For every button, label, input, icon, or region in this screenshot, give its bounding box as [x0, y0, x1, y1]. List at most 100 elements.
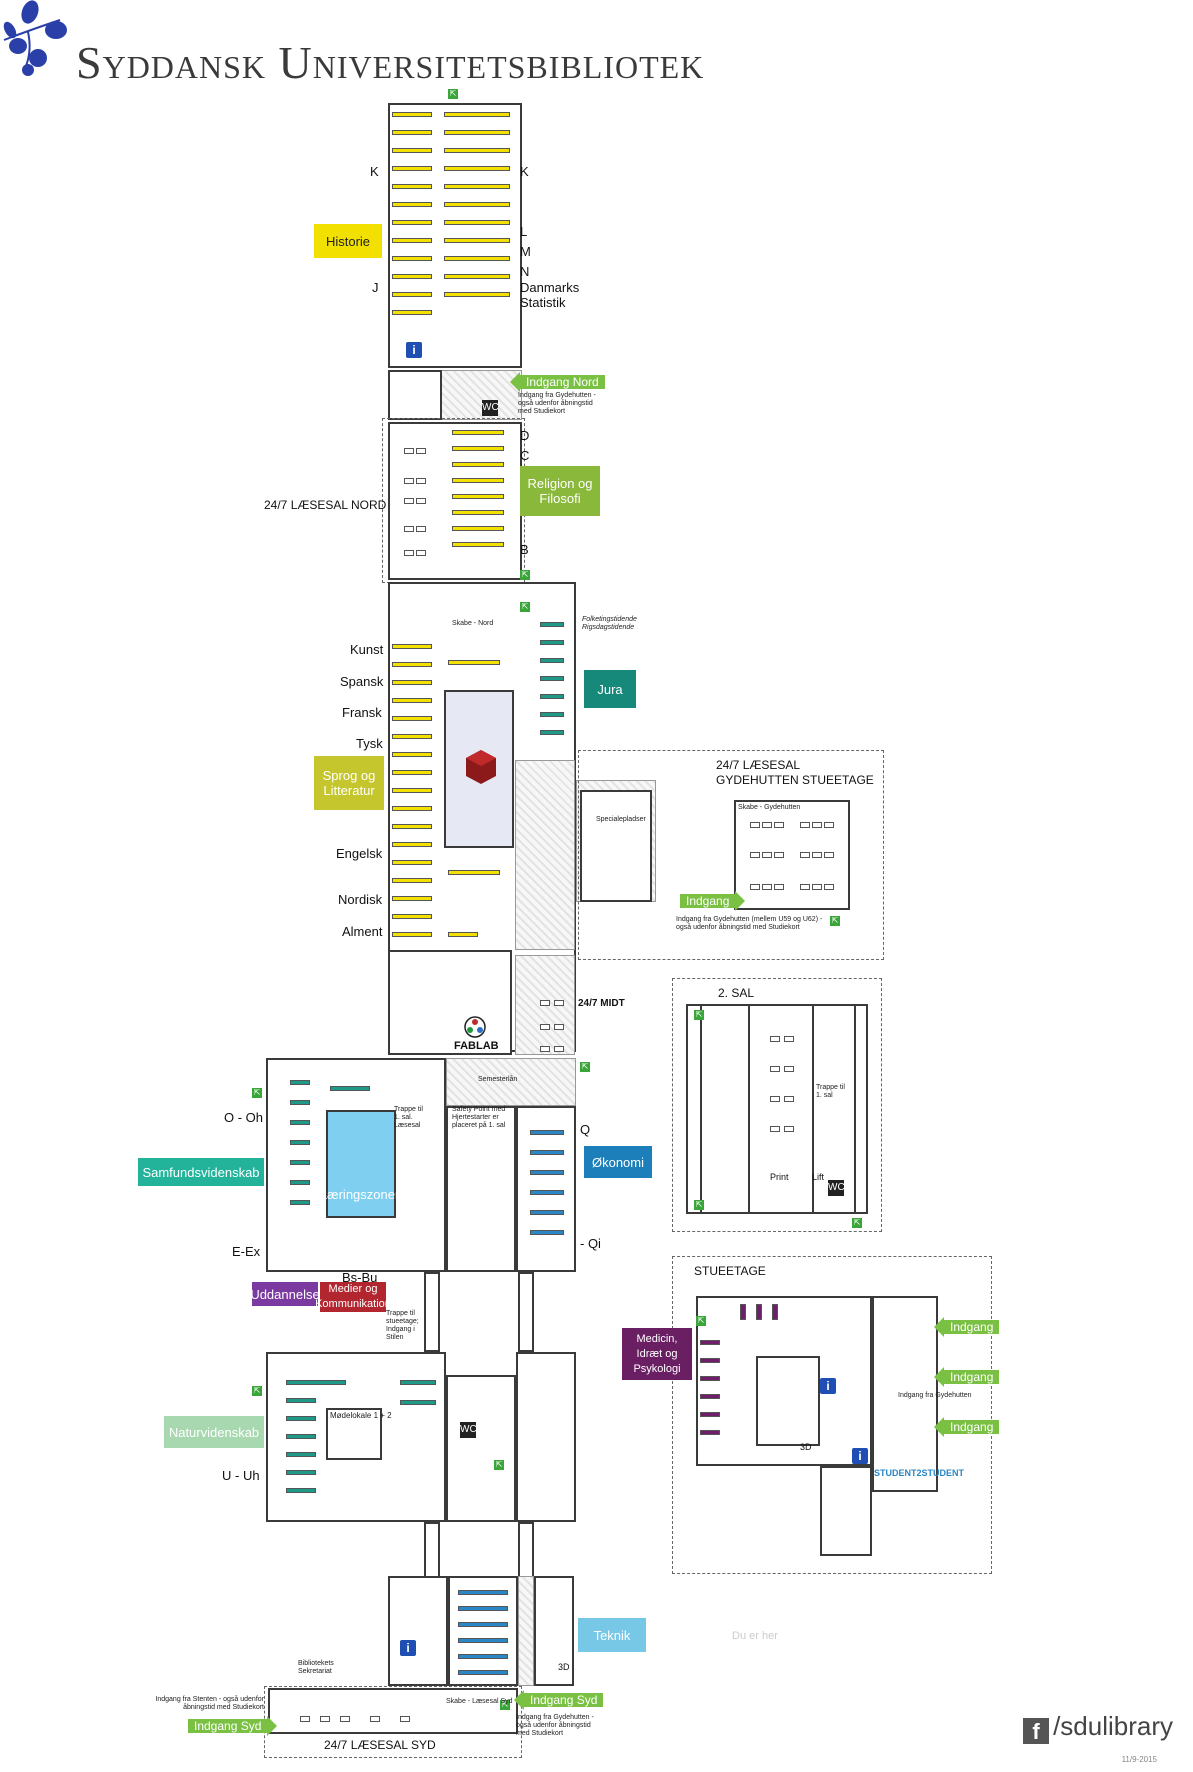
natur-corridor — [446, 1375, 516, 1522]
label-laesesal-nord: 24/7 LÆSESAL NORD — [264, 498, 387, 512]
tag-uddannelse: Uddannelse — [250, 1282, 320, 1306]
exit-icon-6: ⇱ — [252, 1386, 262, 1396]
natur-east — [516, 1352, 576, 1522]
label-o-oh: O - Oh — [224, 1110, 264, 1125]
laesesal-syd-room — [268, 1688, 518, 1734]
label-stueetage: STUEETAGE — [694, 1264, 766, 1278]
teknik-hatch — [518, 1576, 534, 1686]
tag-medier: Medier og Kommunikation — [315, 1282, 391, 1312]
label-alment: Alment — [342, 924, 383, 939]
label-trappe-stue: Trappe til stueetage; Indgang i Stilen — [386, 1310, 419, 1341]
exit-icon-10: ⇱ — [852, 1218, 862, 1228]
info-icon-teknik: i — [400, 1640, 416, 1656]
label-spansk: Spansk — [340, 674, 384, 689]
tag-oekonomi: Økonomi — [584, 1146, 652, 1178]
corridor-south-west — [424, 1272, 440, 1352]
label-q: Q — [580, 1122, 591, 1137]
label-fablab: FABLAB — [454, 1040, 499, 1052]
label-j: J — [372, 280, 379, 295]
label-laesesal-syd: 24/7 LÆSESAL SYD — [324, 1738, 436, 1752]
label-modelokale: Mødelokale 1 + 2 — [330, 1411, 392, 1420]
exit-icon-8: ⇱ — [694, 1010, 704, 1020]
label-n: N — [520, 264, 530, 279]
info-icon-north: i — [406, 342, 422, 358]
entrance-stue-1: Indgang — [933, 1317, 1000, 1337]
label-trappe1: Trappe til 1. sal. Læsesal — [394, 1106, 423, 1129]
corridor-teknik-east — [518, 1522, 534, 1578]
label-print: Print — [770, 1172, 789, 1182]
label-3d-teknik: 3D — [558, 1662, 570, 1672]
label-kunst: Kunst — [350, 642, 384, 657]
label-sal2: 2. SAL — [718, 986, 755, 1000]
label-specialeplads: Specialepladser — [596, 816, 646, 823]
entrance-stue-3: Indgang — [933, 1417, 1000, 1437]
laering-zone — [326, 1110, 396, 1218]
label-midt: 24/7 MIDT — [578, 998, 625, 1009]
gyde-zone — [578, 750, 884, 960]
label-u-uh: U - Uh — [222, 1468, 260, 1483]
entrance-gyde-note: Indgang fra Gydehutten (mellem U59 og U6… — [676, 916, 823, 931]
north-corridor — [388, 370, 442, 420]
stueetage-east — [872, 1296, 938, 1492]
label-student2student: STUDENT2STUDENT — [874, 1468, 965, 1478]
label-k-left: K — [370, 164, 379, 179]
exit-icon-5: ⇱ — [252, 1088, 262, 1098]
label-engelsk: Engelsk — [336, 846, 383, 861]
entrance-syd-left: Indgang Syd — [188, 1716, 278, 1736]
center-corridor — [446, 1106, 516, 1272]
label-e-ex: E-Ex — [232, 1244, 261, 1259]
info-icon-stue2: i — [852, 1448, 868, 1464]
label-semesterlaan: Semesterlån — [478, 1076, 518, 1083]
toilet-icon-sal2: WC — [828, 1180, 845, 1196]
label-nordisk: Nordisk — [338, 892, 383, 907]
gyde-specialeplads — [580, 790, 652, 902]
label-fransk: Fransk — [342, 705, 382, 720]
central-hall — [446, 1058, 576, 1106]
map-date: 11/9-2015 — [1121, 1755, 1157, 1764]
sal2-inner-right — [812, 1004, 856, 1214]
fablab-block — [388, 950, 512, 1055]
midt-corridor — [515, 760, 575, 950]
sal2-inner-left — [700, 1004, 750, 1214]
entrance-syd-right-note: Indgang fra Gydehutten - også udenfor åb… — [516, 1714, 594, 1737]
entrance-syd-left-note: Indgang fra Stenten - også udenfor åbnin… — [155, 1696, 264, 1711]
label-qi: - Qi — [580, 1236, 601, 1251]
facebook-link[interactable]: f/sdulibrary — [1023, 1711, 1173, 1744]
exit-icon-3: ⇱ — [520, 602, 530, 612]
label-k-right: K — [520, 164, 529, 179]
exit-icon-11: ⇱ — [830, 916, 840, 926]
teknik-east — [534, 1576, 574, 1686]
exit-icon-12: ⇱ — [696, 1316, 706, 1326]
label-d: D — [520, 428, 530, 443]
entrance-stue-note: Indgang fra Gydehutten — [898, 1392, 972, 1399]
tag-medicin: Medicin, Idræt og Psykologi — [622, 1328, 692, 1380]
tag-samfund: Samfundsvidenskab — [138, 1158, 264, 1186]
corridor-teknik-west — [424, 1522, 440, 1578]
label-m: M — [520, 244, 531, 259]
entrance-nord: Indgang Nord — [510, 372, 605, 392]
entrance-stue-2: Indgang — [933, 1367, 1000, 1387]
label-danmarks-statistik: Danmarks Statistik — [520, 280, 580, 310]
label-trappe2: Trappe til 1. sal — [816, 1084, 845, 1099]
label-tysk: Tysk — [356, 736, 383, 751]
label-safety: Safety Point med Hjertestarter er placer… — [452, 1106, 506, 1129]
tag-natur: Naturvidenskab — [164, 1416, 264, 1448]
label-gyde: 24/7 LÆSESAL GYDEHUTTEN STUEETAGE — [716, 758, 874, 787]
sal2-zone — [672, 978, 882, 1232]
stueetage-inner — [756, 1356, 820, 1446]
label-skabe-gyde: Skabe - Gydehutten — [738, 804, 801, 811]
tag-laering: Læringszonen — [319, 1186, 403, 1202]
tag-teknik: Teknik — [578, 1618, 646, 1652]
label-du-er-her: Du er her — [732, 1630, 778, 1642]
library-title: Syddansk Universitetsbibliotek — [76, 37, 705, 88]
fablab-logo-cube — [466, 750, 496, 784]
tag-religion: Religion og Filosofi — [520, 466, 600, 516]
label-skabe-syd: Skabe - Læsesal Syd — [446, 1698, 513, 1705]
label-l: L — [520, 224, 528, 239]
toilet-icon-north: WC — [482, 400, 499, 416]
entrance-gyde: Indgang — [680, 891, 746, 911]
sdu-logo — [3, 0, 67, 76]
label-3d-stue: 3D — [800, 1442, 812, 1452]
fablab-icon — [464, 1016, 486, 1038]
exit-icon-9: ⇱ — [694, 1200, 704, 1210]
